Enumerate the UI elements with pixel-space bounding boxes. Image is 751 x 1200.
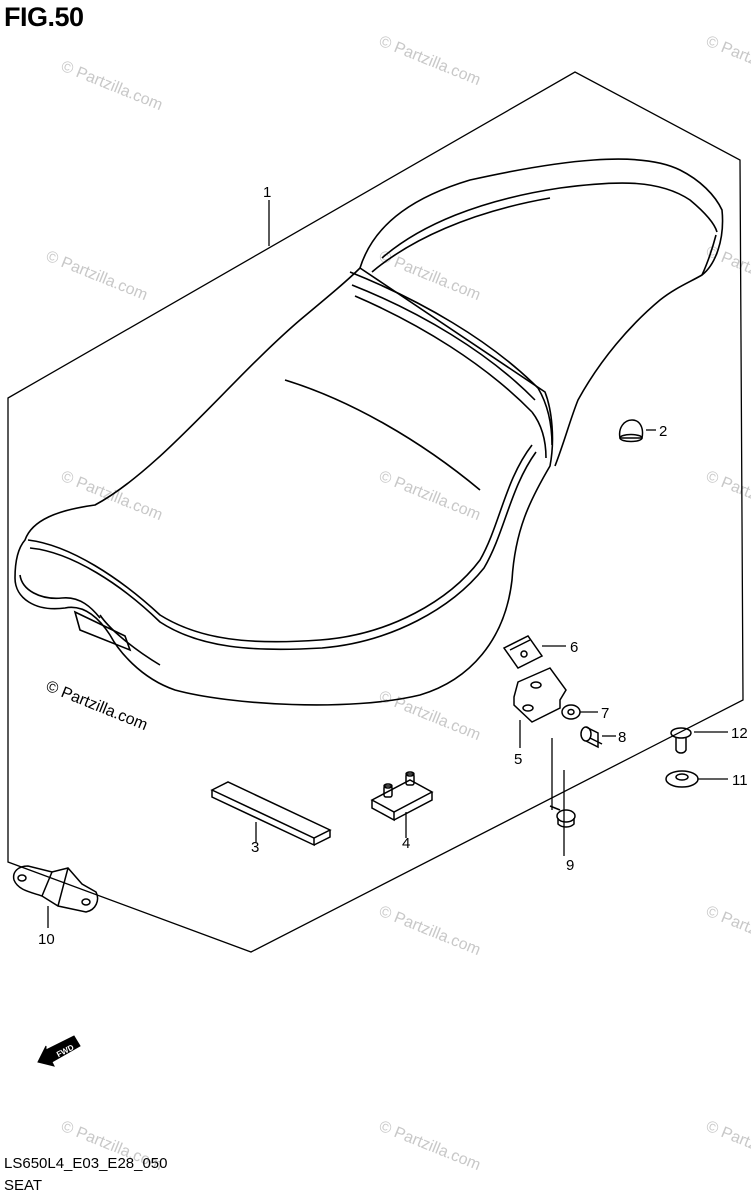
watermark: © Partzilla.com xyxy=(704,1118,751,1174)
callout-10: 10 xyxy=(38,931,55,948)
watermark-main: © Partzilla.com xyxy=(44,678,150,734)
watermark: © Partzilla.com xyxy=(377,33,483,89)
callout-11: 11 xyxy=(732,772,748,789)
watermark: © Partzilla.com xyxy=(59,468,165,524)
assembly-boundary xyxy=(7,71,744,953)
callout-7: 7 xyxy=(601,705,609,722)
watermark: © Partzilla.com xyxy=(704,33,751,89)
callout-8: 8 xyxy=(618,729,626,746)
clip-nut-part-6[interactable] xyxy=(502,635,544,669)
washer-part-11[interactable] xyxy=(665,770,699,788)
bracket-part-5[interactable] xyxy=(513,667,567,723)
fwd-arrow-icon: FWD xyxy=(37,1035,81,1067)
callout-9: 9 xyxy=(566,857,574,874)
screw-part-12[interactable] xyxy=(670,727,692,754)
washer-part-7[interactable] xyxy=(561,704,581,720)
watermark: © Partzilla.com xyxy=(59,58,165,114)
callout-12: 12 xyxy=(731,725,748,742)
callout-4: 4 xyxy=(402,835,410,852)
watermark: © Partzilla.com xyxy=(704,903,751,959)
cushion-block-part-4[interactable] xyxy=(370,771,434,822)
bolt-part-8[interactable] xyxy=(580,726,603,749)
diagram-name: SEAT xyxy=(4,1177,43,1194)
watermark: © Partzilla.com xyxy=(377,903,483,959)
cap-nut-part-2[interactable] xyxy=(618,419,644,443)
callout-6: 6 xyxy=(570,639,578,656)
hinge-bracket-part-10[interactable] xyxy=(12,865,99,913)
callout-1: 1 xyxy=(263,184,271,201)
watermark: © Partzilla.com xyxy=(44,248,150,304)
watermark: © Partzilla.com xyxy=(377,1118,483,1174)
cushion-strip-part-3[interactable] xyxy=(210,781,332,847)
watermark-layer: © Partzilla.com © Partzilla.com © Partzill… xyxy=(44,33,751,1174)
diagram-code: LS650L4_E03_E28_050 xyxy=(4,1155,168,1172)
callout-3: 3 xyxy=(251,839,259,856)
callout-5: 5 xyxy=(514,751,522,768)
callout-2: 2 xyxy=(659,423,667,440)
figure-title: FIG.50 xyxy=(4,2,84,32)
screw-part-9[interactable] xyxy=(549,805,576,828)
watermark: © Partzilla.com xyxy=(377,468,483,524)
watermark: © Partzilla.com xyxy=(377,688,483,744)
leader-lines xyxy=(47,200,728,928)
watermark: © Partzilla.com xyxy=(704,468,751,524)
seat[interactable] xyxy=(14,158,724,706)
